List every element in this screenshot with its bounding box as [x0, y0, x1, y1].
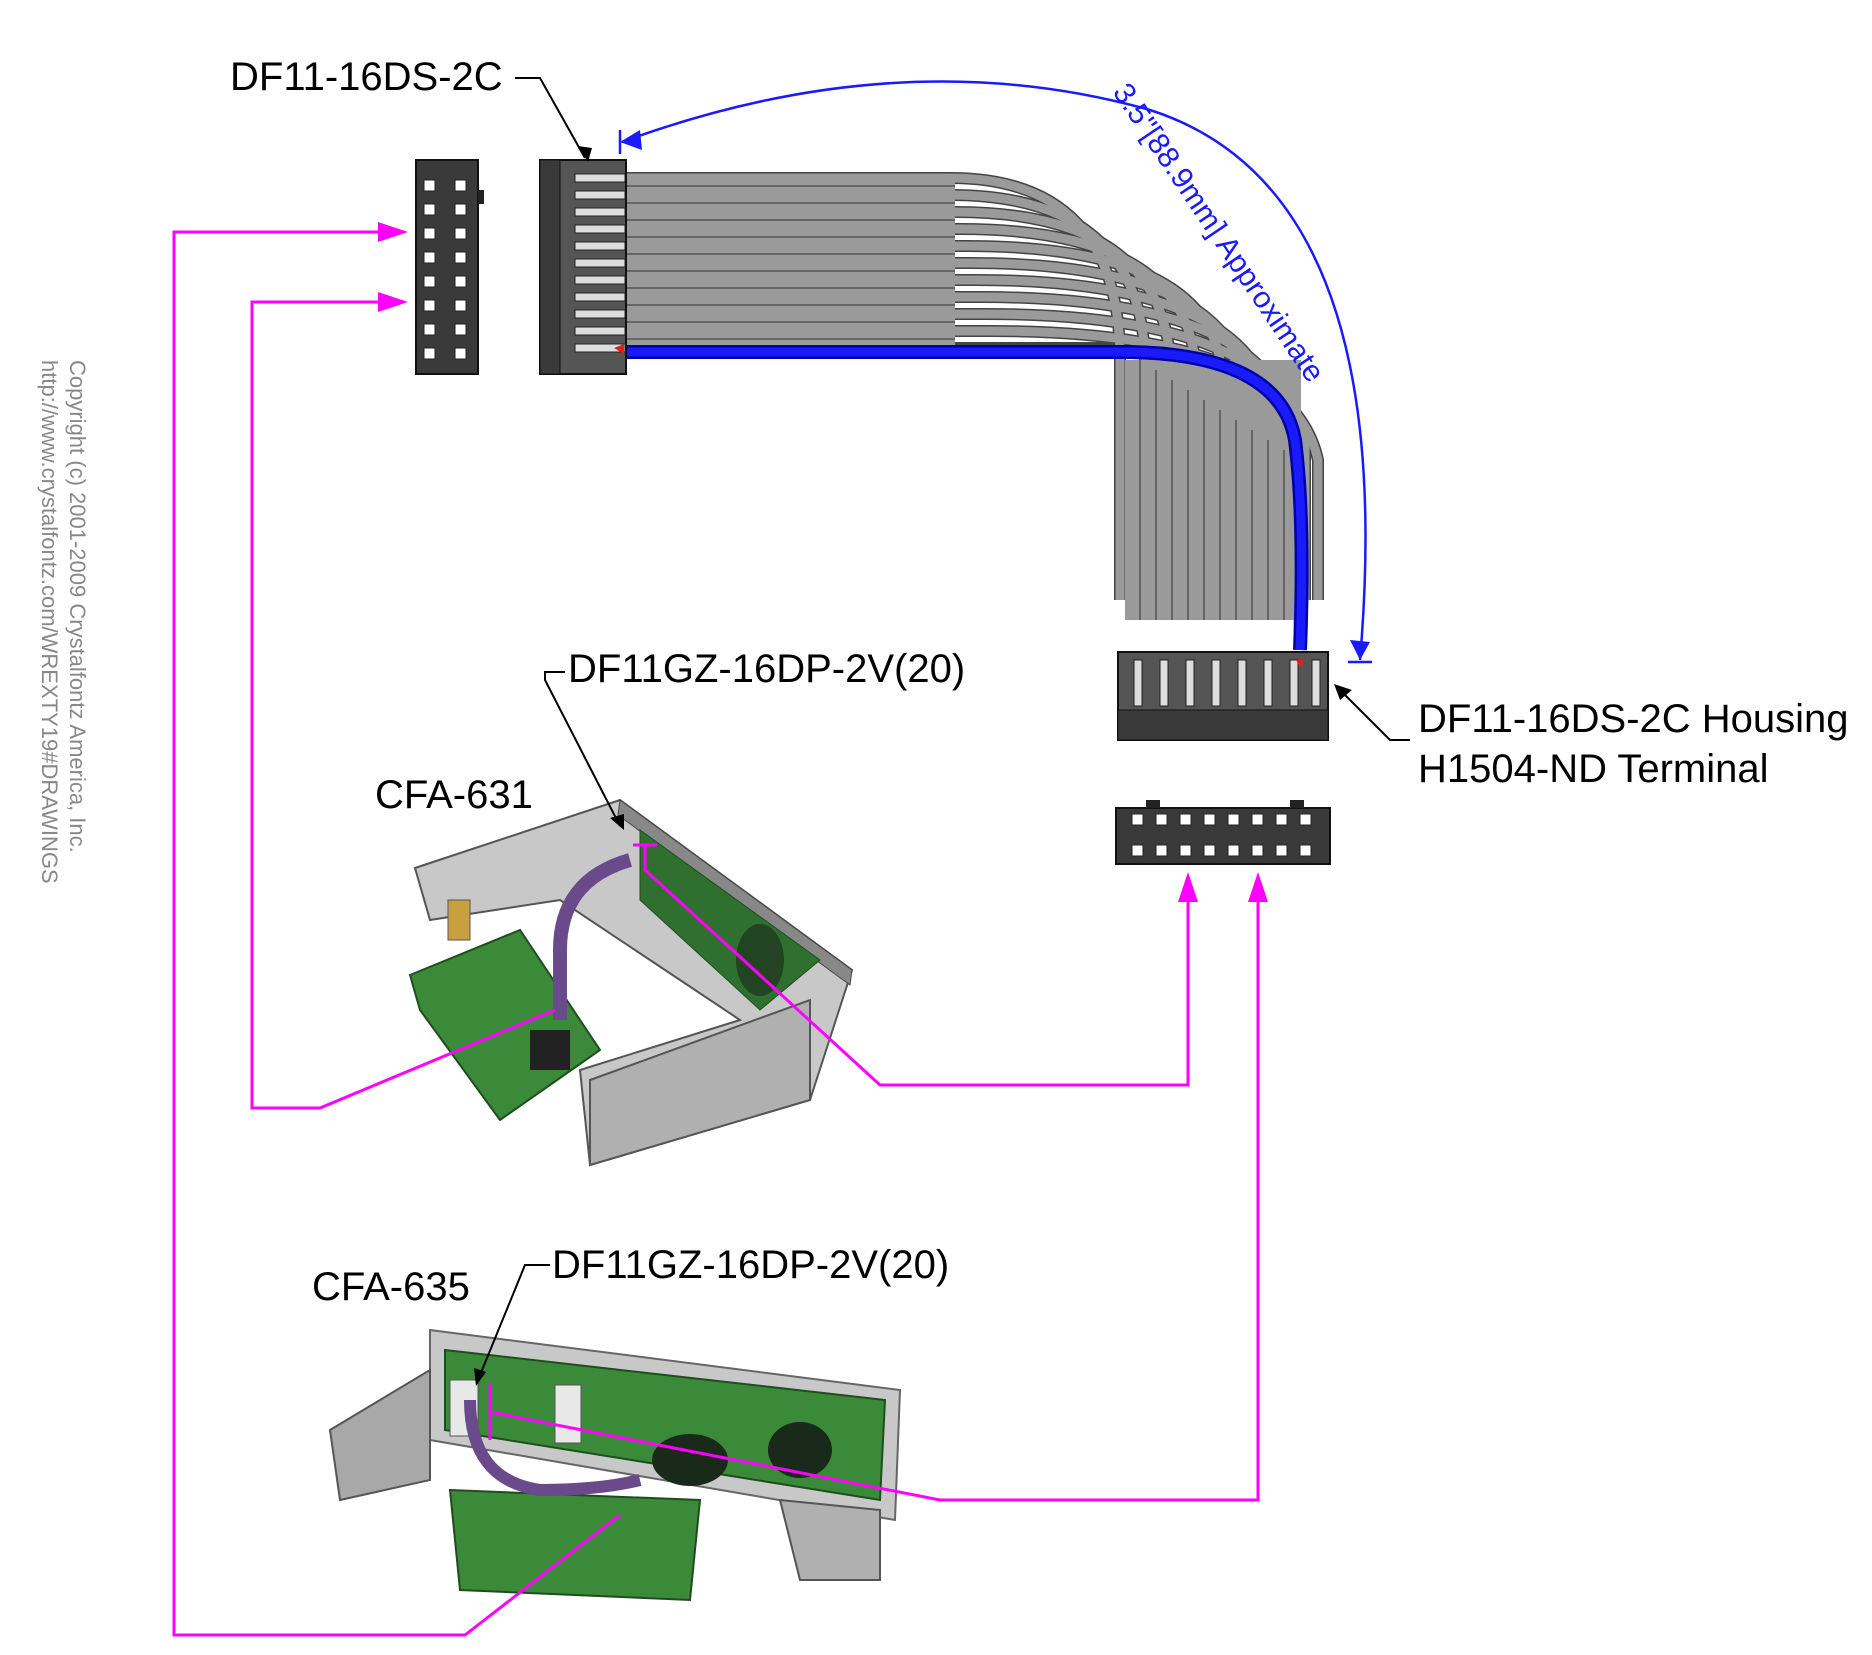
right-housing-connector	[1117, 651, 1329, 741]
cfa-631-module	[408, 798, 854, 1167]
label-top-housing: DF11-16DS-2C	[230, 55, 503, 99]
copyright-block: Copyright (c) 2001-2009 Crystalfontz Ame…	[37, 360, 90, 884]
ribbon-cable	[625, 172, 1324, 651]
label-module-631: CFA-631	[375, 773, 533, 817]
label-right-housing-line1: DF11-16DS-2C Housing	[1418, 697, 1849, 741]
label-right-housing-line2: H1504-ND Terminal	[1418, 747, 1769, 791]
cfa-635-module	[328, 1328, 902, 1602]
leader-lines	[474, 77, 1410, 1386]
label-connector-631: DF11GZ-16DP-2V(20)	[568, 647, 965, 691]
copyright-line1: Copyright (c) 2001-2009 Crystalfontz Ame…	[65, 360, 90, 853]
label-connector-635: DF11GZ-16DP-2V(20)	[552, 1243, 949, 1287]
right-header-block	[1115, 800, 1331, 865]
dimension-arc	[618, 80, 1372, 664]
magenta-callouts	[172, 222, 1268, 1637]
top-housing-connector	[539, 159, 627, 375]
label-module-635: CFA-635	[312, 1265, 470, 1309]
copyright-line2: http://www.crystalfontz.com/WREXTY19#DRA…	[37, 360, 62, 884]
top-left-header-block	[415, 159, 484, 375]
